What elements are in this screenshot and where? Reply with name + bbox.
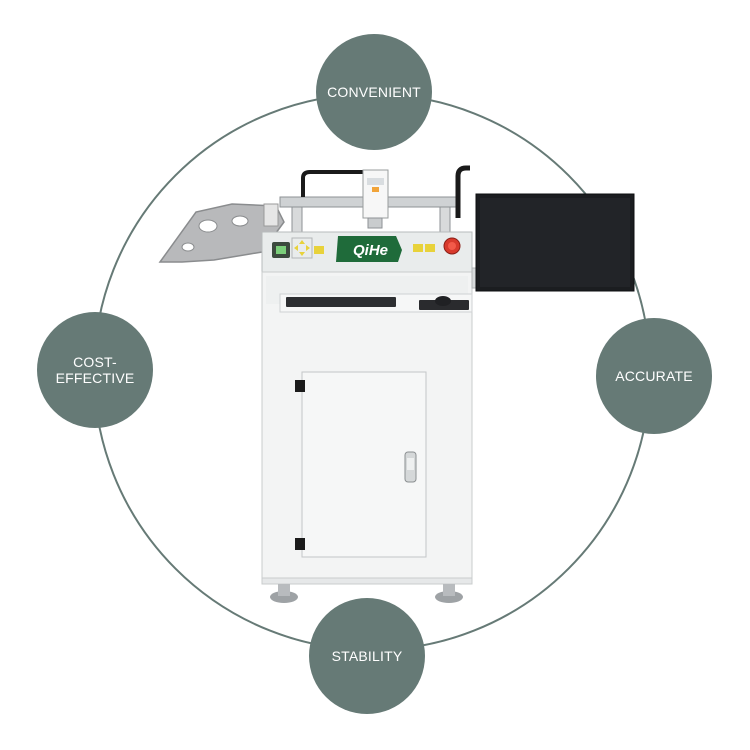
feature-label-cost-effective: COST-EFFECTIVE xyxy=(55,354,135,386)
monitor-icon xyxy=(471,193,635,292)
cabinet xyxy=(261,271,473,603)
mouse-icon xyxy=(435,296,451,306)
brand-logo: QiHe xyxy=(353,242,388,259)
feature-badge-stability: STABILITY xyxy=(309,598,425,714)
feature-badge-convenient: CONVENIENT xyxy=(316,34,432,150)
control-deck: QiHe xyxy=(261,231,473,273)
feature-badge-accurate: ACCURATE xyxy=(596,318,712,434)
feature-label-convenient: CONVENIENT xyxy=(327,84,421,100)
feeder-arm xyxy=(158,203,285,263)
direction-pad xyxy=(291,237,313,259)
gantry xyxy=(279,165,470,238)
feature-label-accurate: ACCURATE xyxy=(615,368,693,384)
feature-label-stability: STABILITY xyxy=(331,648,403,664)
keyboard-icon xyxy=(286,297,396,307)
feature-badge-cost-effective: COST-EFFECTIVE xyxy=(37,312,153,428)
